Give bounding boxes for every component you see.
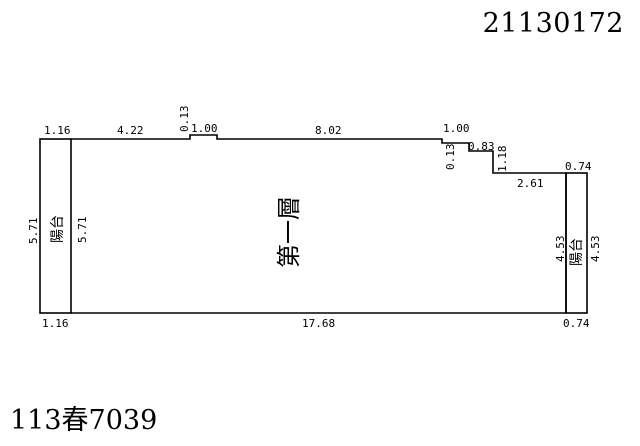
dim-top-notch-width: 1.00 (191, 122, 218, 135)
dim-step-depth-2: 1.18 (496, 146, 509, 173)
document-number: 21130172 (482, 8, 624, 39)
dim-bottom-right-balcony: 0.74 (563, 317, 590, 330)
dim-right-balcony-outer-height: 4.53 (589, 236, 602, 263)
dim-top-segment-1: 4.22 (117, 124, 144, 137)
dim-bottom-left-balcony: 1.16 (42, 317, 69, 330)
dim-top-step-width: 1.00 (443, 122, 470, 135)
dim-top-notch-depth: 0.13 (178, 106, 191, 133)
dim-step-width-2: 0.83 (468, 140, 495, 153)
dim-top-segment-3: 2.61 (517, 177, 544, 190)
left-balcony-label: 陽台 (50, 215, 66, 243)
dim-left-balcony-inner-height: 5.71 (76, 217, 89, 244)
dim-right-balcony-inner-height: 4.53 (554, 236, 567, 263)
dim-bottom-main-length: 17.68 (302, 317, 335, 330)
dim-left-balcony-outer-height: 5.71 (27, 218, 40, 245)
right-balcony-outline (565, 172, 588, 314)
case-number: 113春7039 (10, 405, 158, 436)
left-balcony-outline (39, 138, 72, 314)
dim-top-right-balcony: 0.74 (565, 160, 592, 173)
dim-top-left-balcony: 1.16 (44, 124, 71, 137)
dim-step-depth-1: 0.13 (444, 144, 457, 171)
dim-top-segment-2: 8.02 (315, 124, 342, 137)
right-balcony-label: 陽台 (569, 238, 585, 266)
main-floor-outline (71, 134, 567, 314)
floor-label: 第一層 (275, 196, 303, 268)
